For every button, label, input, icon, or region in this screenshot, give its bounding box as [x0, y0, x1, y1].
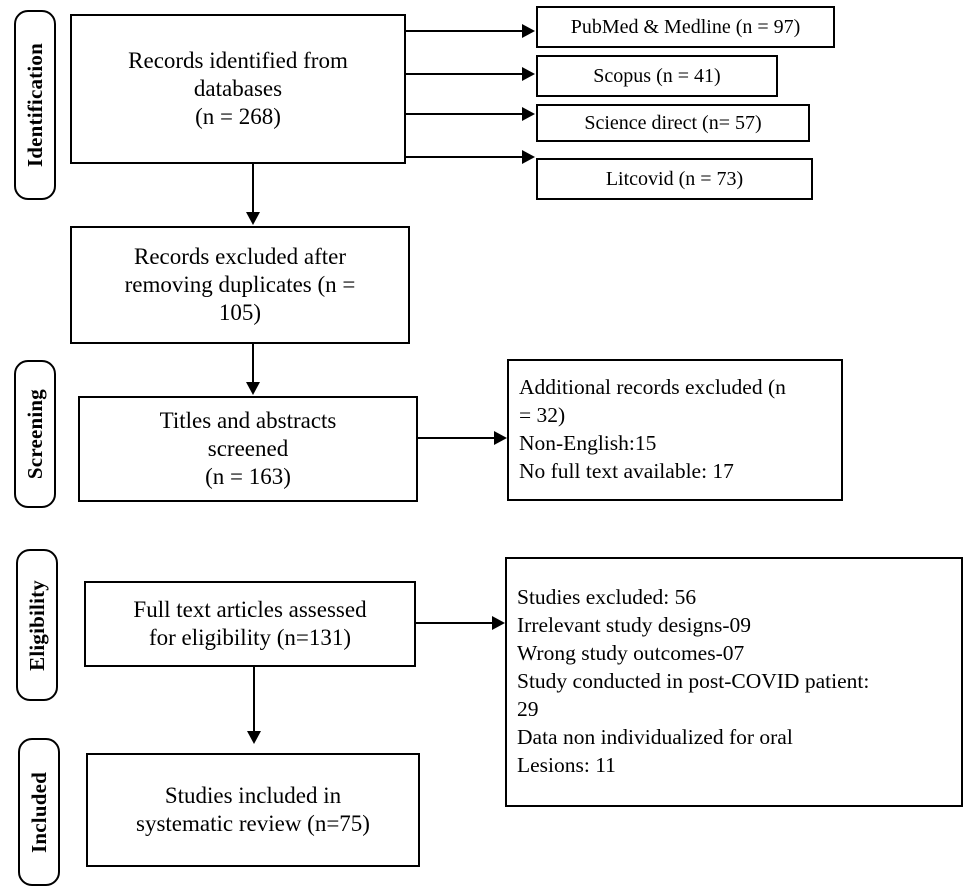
box-database-litcovid: Litcovid (n = 73): [536, 158, 813, 200]
stage-label-screening: Screening: [14, 360, 56, 508]
box-records-identified: Records identified from databases (n = 2…: [70, 14, 406, 164]
stage-label-included: Included: [18, 738, 60, 886]
connector-fulltext-to-excluded: [416, 622, 494, 624]
connector-identified-to-duplicates: [252, 164, 254, 216]
box-records-excluded-duplicates: Records excluded after removing duplicat…: [70, 226, 410, 344]
stage-label-eligibility: Eligibility: [16, 549, 58, 701]
stage-label-identification: Identification: [14, 10, 56, 200]
box-titles-abstracts-screened-text: Titles and abstracts screened (n = 163): [159, 407, 337, 490]
box-studies-excluded-detail-text: Studies excluded: 56 Irrelevant study de…: [517, 585, 870, 777]
arrowhead-to-litcovid: [522, 150, 535, 164]
box-records-excluded-duplicates-text: Records excluded after removing duplicat…: [124, 243, 356, 326]
box-database-pubmed-text: PubMed & Medline (n = 97): [570, 16, 801, 38]
box-database-sciencedirect: Science direct (n= 57): [536, 104, 810, 142]
box-records-identified-text: Records identified from databases (n = 2…: [128, 47, 348, 130]
arrowhead-duplicates-to-screened: [246, 382, 260, 395]
box-titles-abstracts-screened: Titles and abstracts screened (n = 163): [78, 396, 418, 502]
arrowhead-to-sciencedirect: [522, 107, 535, 121]
box-database-litcovid-text: Litcovid (n = 73): [605, 168, 744, 190]
arrowhead-to-scopus: [522, 67, 535, 81]
arrowhead-identified-to-duplicates: [246, 212, 260, 225]
connector-duplicates-to-screened: [252, 344, 254, 386]
box-database-sciencedirect-text: Science direct (n= 57): [584, 112, 762, 134]
box-additional-records-excluded-text: Additional records excluded (n = 32) Non…: [519, 375, 786, 483]
box-database-scopus-text: Scopus (n = 41): [593, 65, 721, 87]
arrowhead-to-pubmed: [522, 24, 535, 38]
connector-to-pubmed: [406, 30, 524, 32]
box-studies-excluded-detail: Studies excluded: 56 Irrelevant study de…: [505, 557, 963, 807]
connector-screened-to-excluded: [418, 437, 496, 439]
stage-label-screening-text: Screening: [22, 388, 47, 480]
box-full-text-assessed-text: Full text articles assessed for eligibil…: [133, 596, 367, 650]
connector-to-sciencedirect: [406, 113, 524, 115]
box-studies-included-text: Studies included in systematic review (n…: [136, 782, 370, 836]
arrowhead-fulltext-to-included: [247, 731, 261, 744]
connector-to-scopus: [406, 73, 524, 75]
box-full-text-assessed: Full text articles assessed for eligibil…: [84, 581, 416, 667]
box-additional-records-excluded: Additional records excluded (n = 32) Non…: [507, 359, 843, 501]
arrowhead-fulltext-to-excluded: [492, 616, 505, 630]
connector-fulltext-to-included: [253, 667, 255, 735]
connector-to-litcovid: [406, 156, 524, 158]
box-studies-included: Studies included in systematic review (n…: [86, 753, 420, 867]
stage-label-identification-text: Identification: [22, 42, 47, 168]
box-database-scopus: Scopus (n = 41): [536, 55, 778, 97]
stage-label-included-text: Included: [26, 771, 51, 853]
arrowhead-screened-to-excluded: [494, 431, 507, 445]
stage-label-eligibility-text: Eligibility: [24, 579, 49, 671]
box-database-pubmed: PubMed & Medline (n = 97): [536, 6, 835, 48]
